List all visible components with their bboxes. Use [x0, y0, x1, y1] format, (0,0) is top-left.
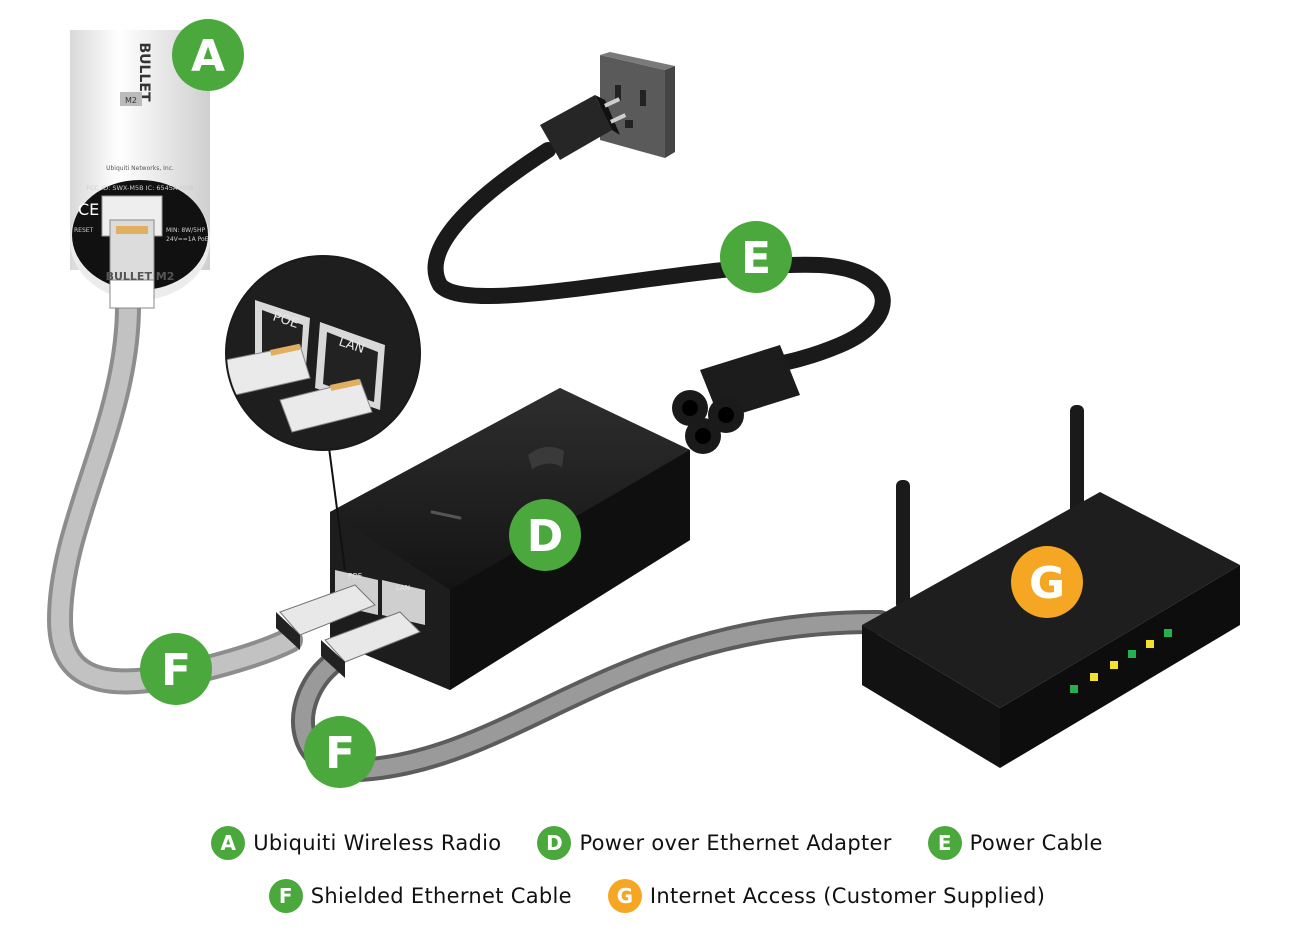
badge-g-letter: G [1029, 558, 1065, 609]
radio-power-text-2: 24V==1A PoE [166, 236, 209, 243]
legend-item: G Internet Access (Customer Supplied) [607, 879, 1046, 913]
power-plug [540, 95, 627, 160]
radio-company-text: Ubiquiti Networks, Inc. [106, 165, 174, 172]
radio-fcc-text: FCC ID: SWX-M5B IC: 6545A-M5B [86, 184, 193, 192]
legend-badge-g: G [607, 879, 642, 913]
router-antenna-left [896, 480, 910, 610]
router-antenna-right [1070, 405, 1084, 520]
rj45-plug-poe [276, 584, 376, 650]
power-cable [427, 52, 891, 454]
lan-port-label: LAN [396, 584, 410, 592]
legend-badge-f: F [268, 879, 303, 913]
port-zoom-inset: POE LAN [225, 255, 421, 571]
legend-badge-a: A [211, 826, 246, 860]
legend-label: Internet Access (Customer Supplied) [649, 884, 1046, 908]
router-led [1110, 661, 1118, 669]
badge-d: D [509, 499, 581, 571]
badge-g: G [1011, 546, 1083, 618]
legend-row-1: A Ubiquiti Wireless Radio D Power over E… [0, 826, 1314, 860]
legend-label: Ubiquiti Wireless Radio [253, 831, 502, 855]
badge-a: A [172, 19, 244, 91]
legend-item: E Power Cable [927, 826, 1103, 860]
poe-status-led [430, 510, 462, 520]
ubiquiti-logo-icon [528, 446, 564, 469]
router-led [1070, 685, 1078, 693]
badge-e: E [720, 221, 792, 293]
legend-row-2: F Shielded Ethernet Cable G Internet Acc… [0, 879, 1314, 913]
reset-label: RESET [74, 227, 94, 234]
rj45-plug-lan [321, 611, 421, 678]
badge-e-letter: E [741, 233, 771, 284]
poe-port-label: POE [348, 572, 362, 580]
badge-f-top-letter: F [161, 645, 191, 696]
ethernet-cable-router [291, 609, 892, 783]
wireless-radio: BULLET M2 Ubiquiti Networks, Inc. FCC ID… [70, 30, 210, 309]
router-led [1164, 629, 1172, 637]
legend-badge-e: E [927, 826, 962, 860]
router-led [1090, 673, 1098, 681]
router-led [1146, 640, 1154, 648]
router-leds [1070, 629, 1172, 693]
router-led [1128, 650, 1136, 658]
badge-f-top: F [140, 633, 212, 705]
legend-label: Power over Ethernet Adapter [579, 831, 892, 855]
installation-diagram: BULLET M2 Ubiquiti Networks, Inc. FCC ID… [46, 19, 1240, 788]
cloverleaf-connector [672, 345, 800, 454]
ethernet-cable-radio [46, 287, 303, 695]
legend-item: A Ubiquiti Wireless Radio [211, 826, 501, 860]
badge-f-bottom-letter: F [325, 728, 355, 779]
badge-d-letter: D [527, 511, 564, 562]
badge-a-letter: A [191, 31, 225, 82]
legend-badge-d: D [537, 826, 572, 860]
legend-item: D Power over Ethernet Adapter [537, 826, 891, 860]
radio-model-sub: M2 [125, 96, 137, 105]
radio-bottom-text: BULLET M2 [106, 270, 175, 283]
legend-item: F Shielded Ethernet Cable [268, 879, 572, 913]
legend-label: Power Cable [969, 831, 1103, 855]
badge-f-bottom: F [304, 716, 376, 788]
ce-mark: CE [78, 200, 99, 219]
radio-model-text: BULLET [136, 43, 152, 102]
radio-power-text: MIN: 8W/5HP [166, 227, 205, 234]
legend-label: Shielded Ethernet Cable [310, 884, 572, 908]
